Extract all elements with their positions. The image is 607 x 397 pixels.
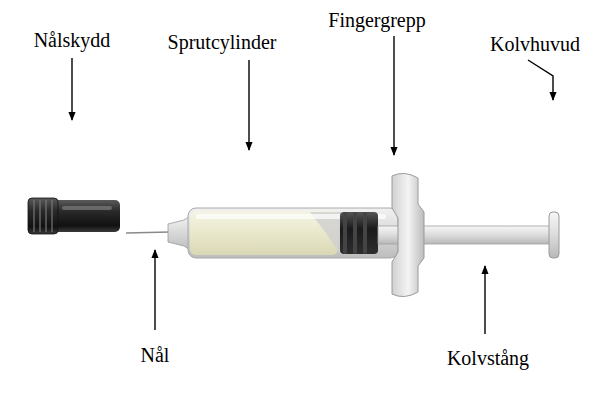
part-label: Fingergrepp xyxy=(328,8,425,32)
leader-line xyxy=(528,60,553,100)
needle xyxy=(126,232,170,233)
part-label: Sprutcylinder xyxy=(168,30,277,54)
part-label: Kolvhuvud xyxy=(490,32,580,56)
finger-flange xyxy=(392,173,424,296)
leader-lines xyxy=(72,36,553,334)
part-label: Kolvstång xyxy=(447,346,529,370)
leader-line xyxy=(248,60,249,150)
plunger-stopper xyxy=(340,212,378,254)
syringe-tip xyxy=(168,216,190,250)
part-label: Nålskydd xyxy=(34,28,111,52)
syringe-barrel xyxy=(188,208,398,258)
leader-line xyxy=(154,250,155,330)
part-label: Nål xyxy=(141,343,170,367)
leader-line xyxy=(484,266,485,334)
leader-line xyxy=(393,36,394,155)
needle-shield xyxy=(28,198,120,234)
leader-line xyxy=(71,58,72,120)
plunger-head xyxy=(549,212,559,258)
